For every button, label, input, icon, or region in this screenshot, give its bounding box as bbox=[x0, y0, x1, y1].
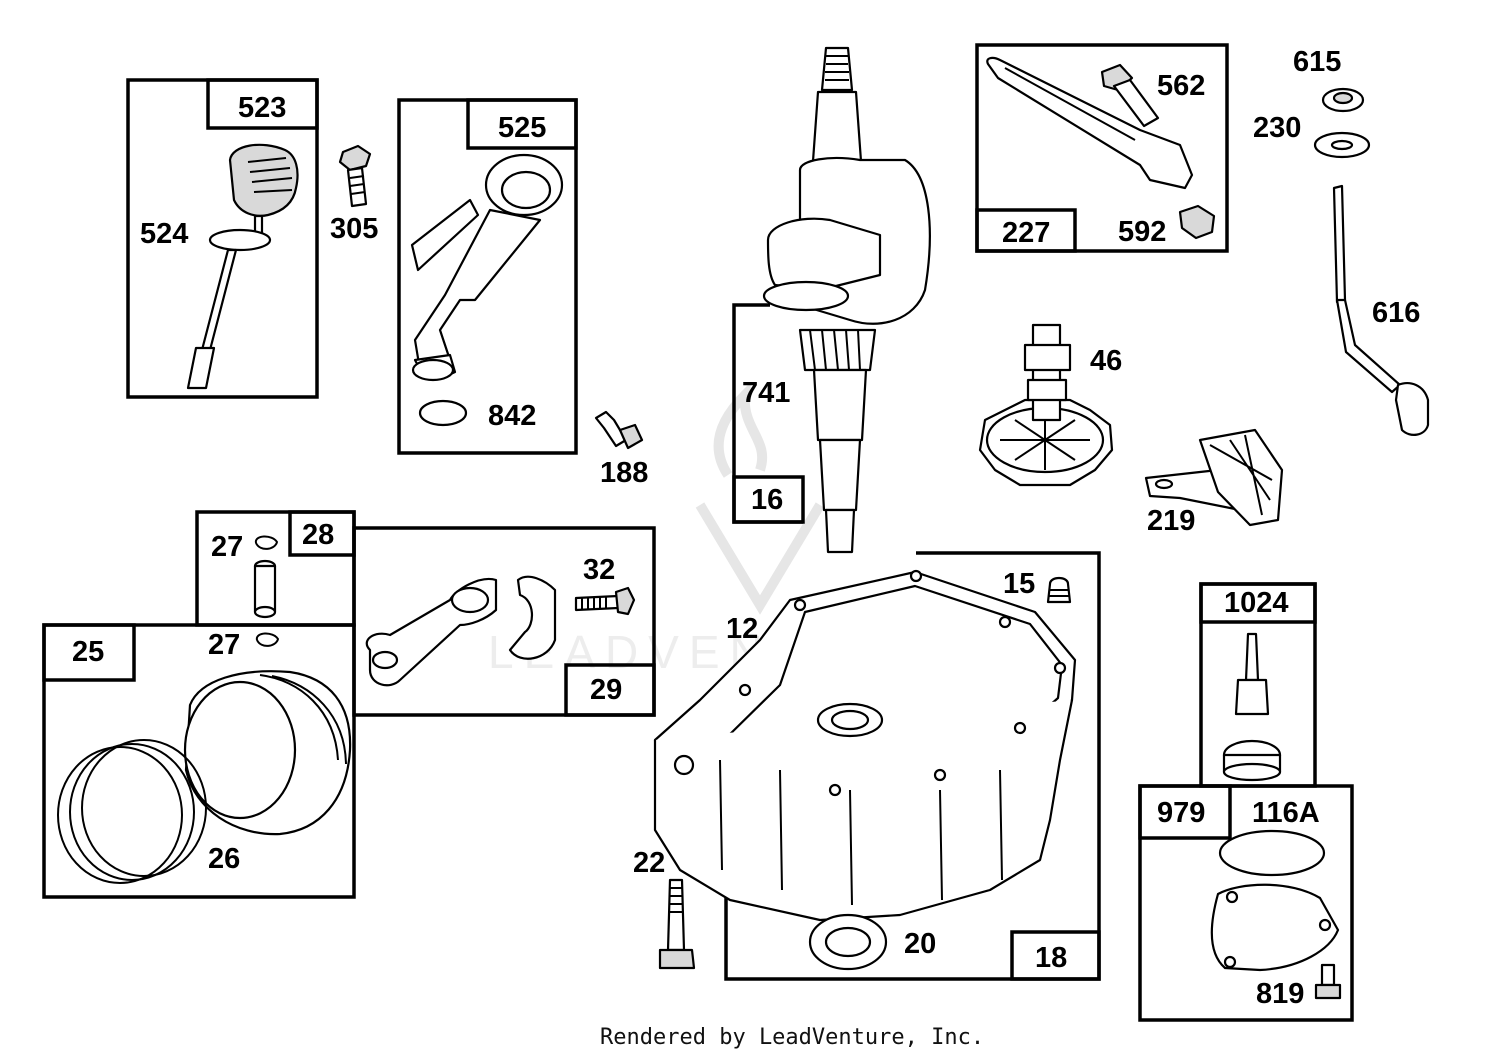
label-979[interactable]: 979 bbox=[1157, 797, 1205, 829]
label-116a[interactable]: 116A bbox=[1252, 797, 1320, 829]
label-28[interactable]: 28 bbox=[302, 519, 334, 551]
label-592[interactable]: 592 bbox=[1118, 216, 1166, 248]
label-562[interactable]: 562 bbox=[1157, 70, 1205, 102]
piston-icon bbox=[183, 670, 352, 836]
bracket-18 bbox=[724, 551, 1101, 981]
label-20[interactable]: 20 bbox=[904, 928, 936, 960]
label-616[interactable]: 616 bbox=[1372, 297, 1420, 329]
governor-assembly-icon bbox=[1144, 428, 1284, 527]
label-615[interactable]: 615 bbox=[1293, 46, 1341, 78]
label-27-lower[interactable]: 27 bbox=[208, 629, 240, 661]
piston-rings-icon bbox=[57, 739, 207, 884]
box-525 bbox=[397, 98, 578, 455]
label-1024[interactable]: 1024 bbox=[1224, 587, 1289, 619]
plug-15-icon bbox=[1046, 576, 1072, 604]
governor-lever-icon bbox=[986, 56, 1216, 240]
o-ring-842-icon bbox=[418, 399, 468, 427]
label-524[interactable]: 524 bbox=[140, 218, 188, 250]
label-32[interactable]: 32 bbox=[583, 554, 615, 586]
o-ring-116a-icon bbox=[1218, 829, 1326, 877]
bolt-305-icon bbox=[338, 144, 372, 208]
camshaft-icon bbox=[978, 323, 1114, 487]
label-27-upper[interactable]: 27 bbox=[211, 531, 243, 563]
box-25 bbox=[42, 623, 356, 899]
governor-shaft-icon bbox=[1332, 184, 1430, 436]
box-523 bbox=[126, 78, 319, 399]
crankcase-sump-icon bbox=[653, 569, 1077, 922]
washer-230-icon bbox=[1313, 131, 1371, 159]
label-525[interactable]: 525 bbox=[498, 112, 546, 144]
box-227 bbox=[975, 43, 1229, 253]
connecting-rod-icon bbox=[365, 575, 557, 687]
bolt-32-icon bbox=[574, 586, 636, 616]
label-29[interactable]: 29 bbox=[590, 674, 622, 706]
label-523[interactable]: 523 bbox=[238, 92, 286, 124]
label-25[interactable]: 25 bbox=[72, 636, 104, 668]
label-12[interactable]: 12 bbox=[726, 613, 758, 645]
clip-27-lower-icon bbox=[255, 632, 280, 647]
label-305[interactable]: 305 bbox=[330, 213, 378, 245]
seal-615-icon bbox=[1321, 87, 1365, 113]
bolt-22-icon bbox=[658, 878, 696, 970]
label-15[interactable]: 15 bbox=[1003, 568, 1035, 600]
label-227[interactable]: 227 bbox=[1002, 217, 1050, 249]
label-26[interactable]: 26 bbox=[208, 843, 240, 875]
label-219[interactable]: 219 bbox=[1147, 505, 1195, 537]
crankshaft-icon bbox=[762, 46, 931, 554]
label-842[interactable]: 842 bbox=[488, 400, 536, 432]
clip-27-upper-icon bbox=[254, 535, 279, 550]
dipstick-icon bbox=[186, 143, 299, 390]
bracket-16 bbox=[732, 303, 805, 524]
pump-cover-icon bbox=[1210, 883, 1340, 972]
label-46[interactable]: 46 bbox=[1090, 345, 1122, 377]
label-18[interactable]: 18 bbox=[1035, 942, 1067, 974]
oil-seal-icon bbox=[808, 913, 888, 971]
label-16[interactable]: 16 bbox=[751, 484, 783, 516]
label-188[interactable]: 188 bbox=[600, 457, 648, 489]
footer-credit: Rendered by LeadVenture, Inc. bbox=[600, 1025, 984, 1050]
piston-pin-icon bbox=[253, 559, 277, 619]
bolt-819-icon bbox=[1314, 963, 1342, 1000]
box-979 bbox=[1138, 784, 1354, 1022]
label-741[interactable]: 741 bbox=[742, 377, 790, 409]
oil-pump-icon bbox=[1222, 632, 1282, 782]
box-29 bbox=[352, 526, 656, 717]
bolt-188-icon bbox=[594, 410, 644, 450]
label-819[interactable]: 819 bbox=[1256, 978, 1304, 1010]
dipstick-tube-icon bbox=[410, 153, 564, 382]
label-230[interactable]: 230 bbox=[1253, 112, 1301, 144]
label-22[interactable]: 22 bbox=[633, 847, 665, 879]
